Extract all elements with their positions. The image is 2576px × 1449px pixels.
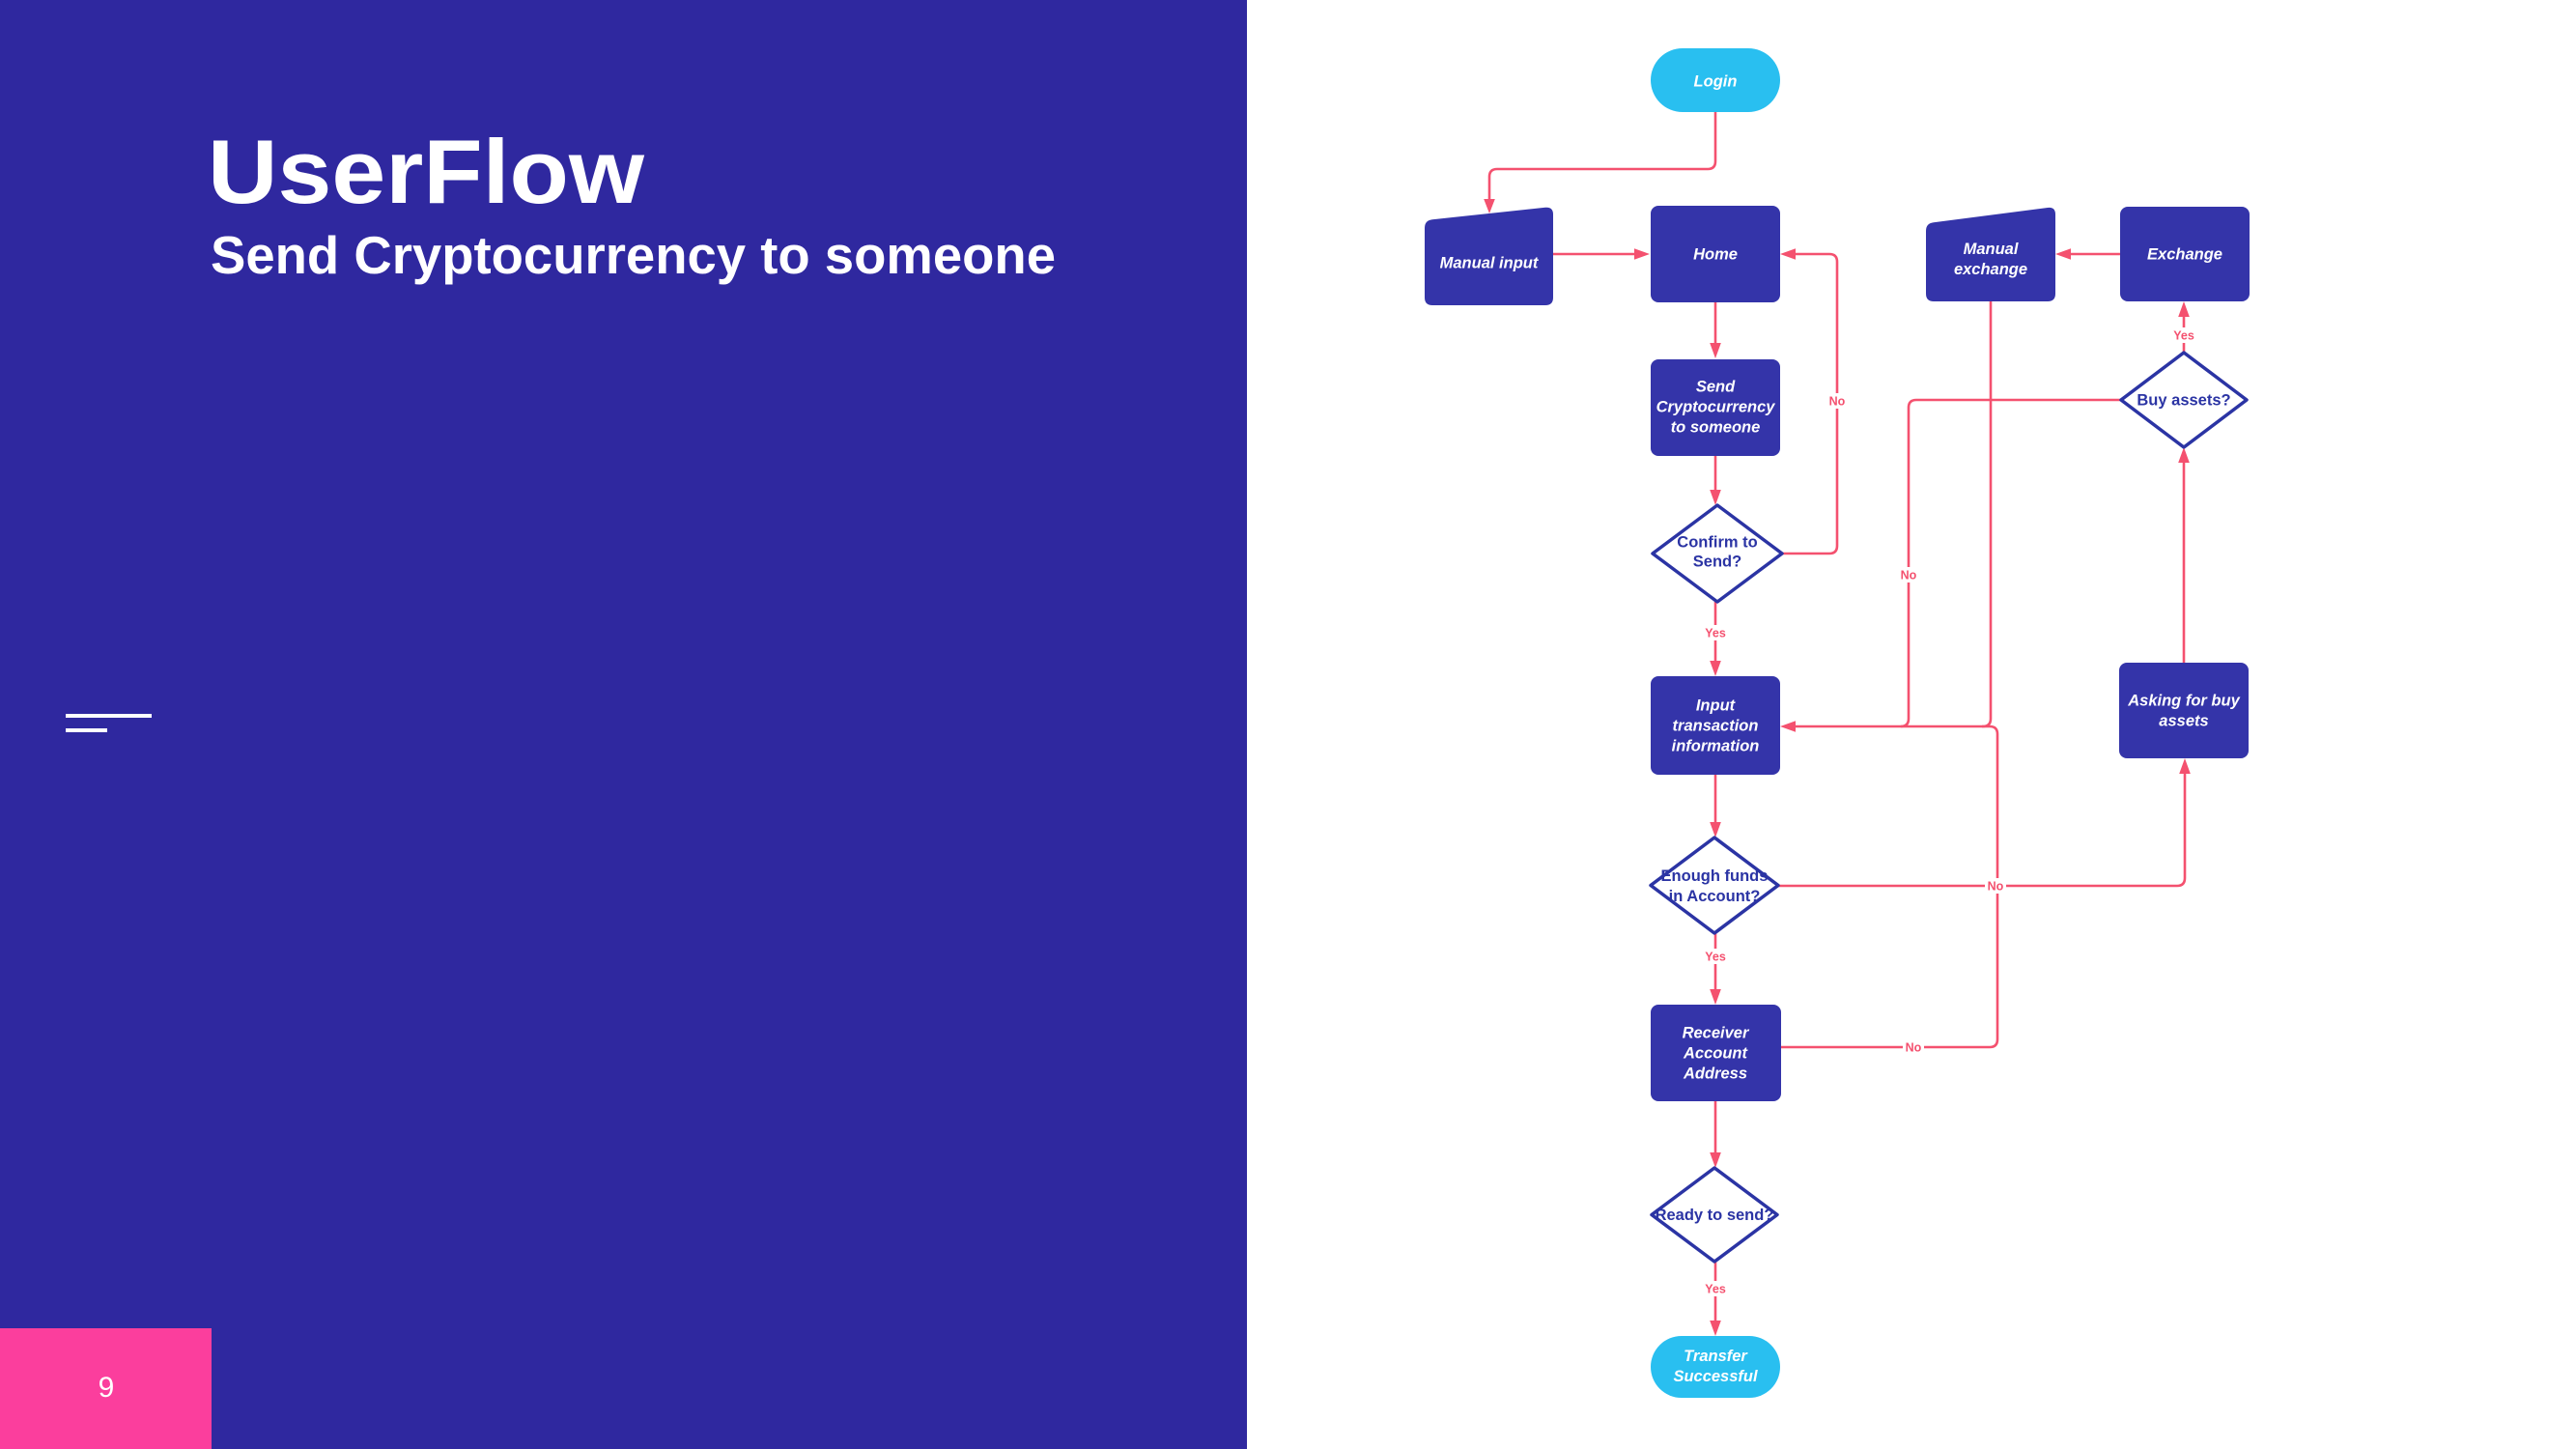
svg-text:No: No xyxy=(1906,1041,1922,1055)
svg-text:assets: assets xyxy=(2159,713,2208,730)
svg-text:Yes: Yes xyxy=(1705,1283,1726,1296)
svg-text:transaction: transaction xyxy=(1673,718,1759,735)
svg-text:Account: Account xyxy=(1683,1045,1749,1063)
svg-text:information: information xyxy=(1672,738,1760,755)
svg-text:Cryptocurrency: Cryptocurrency xyxy=(1656,399,1776,416)
svg-text:Send: Send xyxy=(1696,379,1736,396)
svg-text:No: No xyxy=(1901,569,1917,582)
svg-text:Send Cryptocurrency to someone: Send Cryptocurrency to someone xyxy=(211,225,1056,285)
svg-text:to someone: to someone xyxy=(1671,419,1761,437)
svg-text:Transfer: Transfer xyxy=(1684,1348,1748,1365)
svg-text:Yes: Yes xyxy=(1705,951,1726,964)
svg-text:Yes: Yes xyxy=(1705,627,1726,640)
svg-text:Home: Home xyxy=(1693,246,1738,264)
svg-text:UserFlow: UserFlow xyxy=(208,121,645,222)
svg-text:Manual: Manual xyxy=(1964,241,2019,258)
svg-text:Address: Address xyxy=(1683,1065,1747,1083)
svg-text:9: 9 xyxy=(99,1372,115,1404)
svg-text:Exchange: Exchange xyxy=(2147,246,2222,264)
svg-text:No: No xyxy=(1829,395,1846,409)
svg-text:exchange: exchange xyxy=(1954,261,2027,278)
svg-text:Send?: Send? xyxy=(1693,554,1741,571)
svg-text:Confirm to: Confirm to xyxy=(1677,534,1757,552)
svg-text:Input: Input xyxy=(1696,697,1737,715)
svg-text:Asking for buy: Asking for buy xyxy=(2127,693,2240,710)
svg-text:Ready to send?: Ready to send? xyxy=(1656,1207,1774,1224)
svg-text:Login: Login xyxy=(1694,73,1738,91)
svg-text:Yes: Yes xyxy=(2173,329,2194,343)
svg-text:Successful: Successful xyxy=(1673,1368,1758,1385)
svg-text:in Account?: in Account? xyxy=(1669,888,1761,905)
svg-text:Receiver: Receiver xyxy=(1683,1025,1750,1042)
svg-text:Enough funds: Enough funds xyxy=(1661,867,1769,885)
svg-text:No: No xyxy=(1988,880,2004,894)
svg-text:Manual input: Manual input xyxy=(1440,255,1540,272)
svg-text:Buy assets?: Buy assets? xyxy=(2137,392,2230,410)
